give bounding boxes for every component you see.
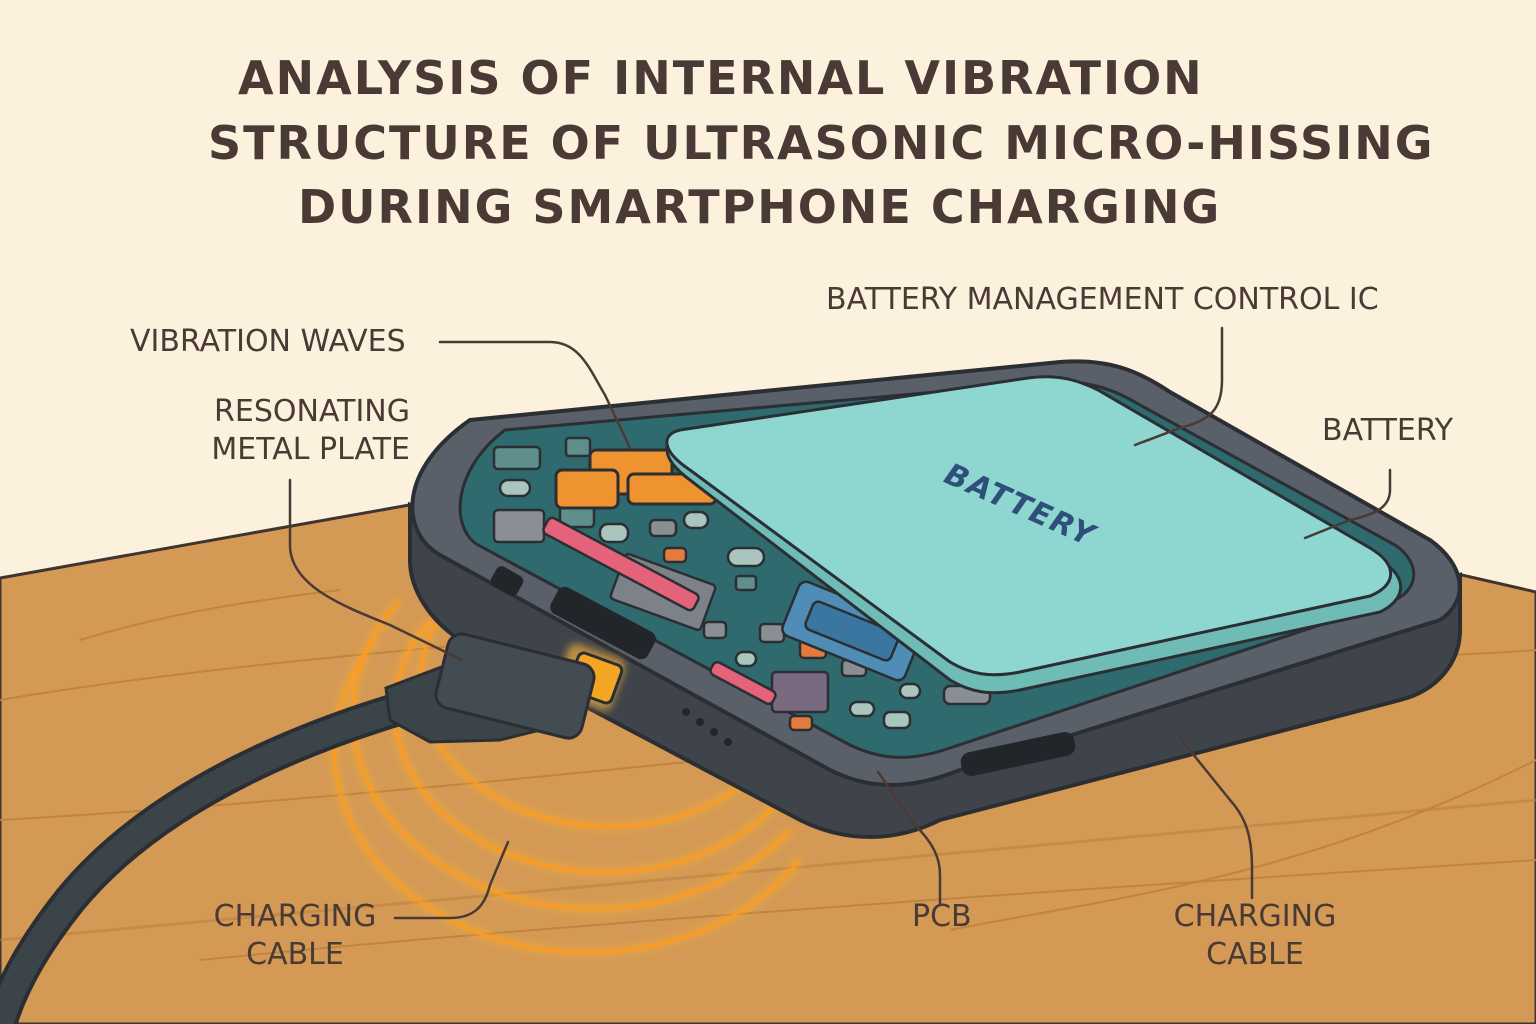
label-charging-cable-left-line-1: CHARGING xyxy=(213,899,377,934)
label-charging-cable-right-line-2: CABLE xyxy=(1206,937,1304,972)
label-resonating-line-1: RESONATING xyxy=(214,394,410,429)
title-line-2: STRUCTURE OF ULTRASONIC MICRO-HISSING xyxy=(208,116,1435,170)
label-vibration-waves: VIBRATION WAVES xyxy=(130,323,406,361)
battery-pack xyxy=(665,375,1403,695)
label-battery-management-ic: BATTERY MANAGEMENT CONTROL IC xyxy=(826,281,1379,319)
label-pcb-text: PCB xyxy=(912,899,972,934)
charging-cable xyxy=(0,632,626,1024)
label-charging-cable-left-line-2: CABLE xyxy=(246,937,344,972)
label-battery: BATTERY xyxy=(1322,412,1453,450)
label-charging-cable-left: CHARGING CABLE xyxy=(200,898,390,974)
leader-lines xyxy=(288,326,1392,920)
label-battery-text: BATTERY xyxy=(1322,413,1454,448)
label-vibration-waves-text: VIBRATION WAVES xyxy=(130,324,406,359)
title-line-1: ANALYSIS OF INTERNAL VIBRATION xyxy=(238,51,1204,105)
label-resonating-line-2: METAL PLATE xyxy=(211,432,410,467)
pcb-components xyxy=(492,436,992,732)
label-charging-cable-right-line-1: CHARGING xyxy=(1173,899,1337,934)
label-resonating-metal-plate: RESONATING METAL PLATE xyxy=(170,393,410,469)
title-line-3: DURING SMARTPHONE CHARGING xyxy=(298,180,1222,234)
label-bms-ic-text: BATTERY MANAGEMENT CONTROL IC xyxy=(826,282,1379,317)
label-pcb: PCB xyxy=(912,898,972,936)
label-charging-cable-right: CHARGING CABLE xyxy=(1160,898,1350,974)
